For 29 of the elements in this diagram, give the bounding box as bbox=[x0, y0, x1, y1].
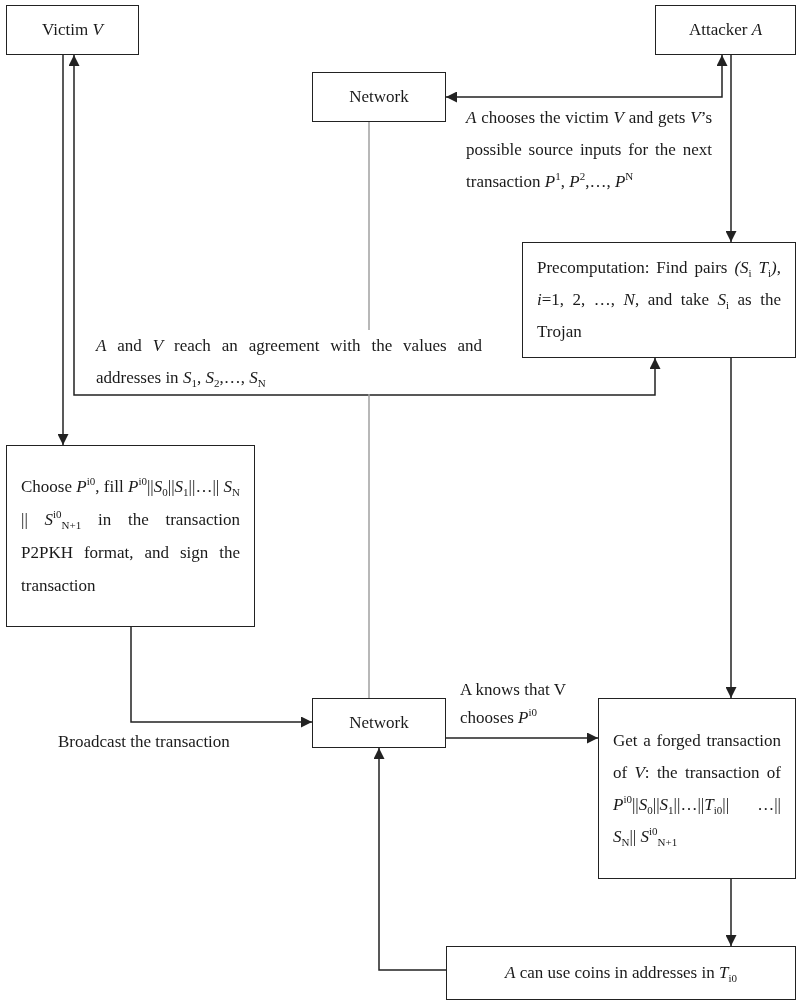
arrow bbox=[725, 357, 737, 699]
edge-label: A chooses the victim V and gets V’s possible source inputs for the next transaction P$^{1}$, P$^{2}$,…, P$^{N}$ bbox=[466, 107, 712, 193]
arrow bbox=[725, 54, 737, 243]
box-text: Precomputation: Find pairs (S$_{i}$ T$_{i}$), i=1, 2, …, N, and take S$_{i}$ as the Trojan bbox=[537, 257, 781, 343]
process-box bbox=[6, 5, 139, 55]
arrow bbox=[68, 54, 661, 396]
box-text: Network bbox=[348, 712, 410, 734]
edge-label: A knows that V chooses P$^{i0}$ bbox=[460, 679, 567, 729]
box-text: A can use coins in addresses in T$_{i0}$ bbox=[503, 962, 738, 985]
arrow bbox=[130, 626, 313, 728]
box-text: Choose P$^{i0}$, fill P$^{i0}$||S$_{0}$||S$_{1}$||…|| S$_{N}$ || S$^{i0}$$_{N+1}$ in the transaction P2PKH format, and sign the transaction bbox=[21, 474, 240, 597]
process-box bbox=[312, 72, 446, 122]
process-box bbox=[522, 242, 796, 358]
arrow bbox=[445, 732, 599, 744]
process-box bbox=[655, 5, 796, 55]
box-text: Attacker A bbox=[687, 19, 764, 41]
edge-label: A and V reach an agreement with the values and addresses in S$_{1}$, S$_{2}$,…, S$_{N}$ bbox=[96, 330, 482, 394]
box-text: Network bbox=[348, 86, 410, 108]
process-box bbox=[446, 946, 796, 1000]
edge-label: Broadcast the transaction bbox=[58, 731, 231, 753]
connector-line bbox=[368, 121, 370, 699]
process-box bbox=[6, 445, 255, 627]
arrow bbox=[373, 747, 447, 971]
arrow bbox=[57, 54, 69, 446]
process-box bbox=[312, 698, 446, 748]
arrow bbox=[725, 878, 737, 947]
process-box bbox=[598, 698, 796, 879]
arrow bbox=[445, 54, 728, 103]
box-text: Victim V bbox=[41, 19, 106, 41]
